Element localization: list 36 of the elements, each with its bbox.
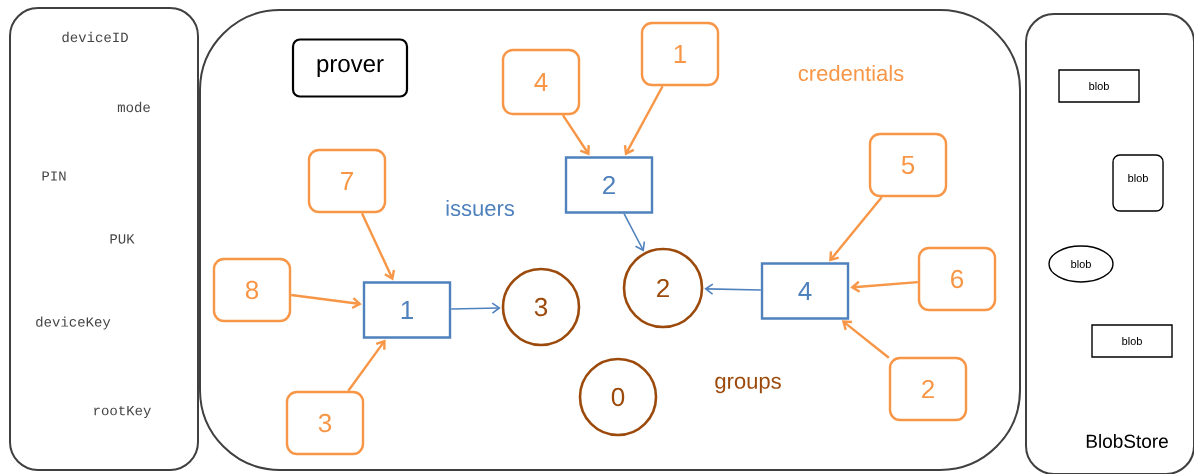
- arrow: [360, 212, 396, 281]
- issuer-box: 2: [564, 156, 654, 214]
- field-name: deviceID: [62, 31, 128, 43]
- label-box: prover: [291, 38, 409, 98]
- category-label: issuers: [446, 199, 515, 217]
- arrow: [829, 196, 883, 262]
- credential-box: 7: [307, 148, 387, 214]
- arrow: [841, 320, 890, 359]
- arrow: [704, 283, 762, 295]
- field-name: PIN: [42, 171, 66, 181]
- blob-box: blob: [1058, 69, 1140, 103]
- field-name: PUK: [110, 234, 135, 244]
- credential-box: 3: [285, 390, 365, 456]
- field-name: rootKey: [94, 405, 151, 419]
- arrow: [850, 280, 918, 293]
- issuer-box: 1: [362, 281, 452, 339]
- category-label: credentials: [798, 64, 904, 82]
- credential-box: 8: [212, 257, 292, 323]
- field-name: deviceKey: [36, 316, 111, 330]
- blob-box: blob: [1112, 154, 1164, 212]
- arrow: [623, 212, 646, 252]
- blob-box: blob: [1091, 324, 1173, 358]
- store-title: BlobStore: [1086, 434, 1168, 448]
- credential-box: 1: [640, 21, 720, 87]
- issuer-box: 4: [760, 262, 850, 320]
- arrow: [347, 339, 386, 392]
- credential-box: 5: [868, 132, 948, 198]
- credential-box: 6: [917, 246, 997, 312]
- credential-box: 4: [501, 48, 581, 116]
- arrow: [561, 114, 590, 156]
- credential-box: 2: [888, 356, 968, 422]
- category-label: groups: [715, 376, 781, 394]
- arrow: [623, 85, 664, 156]
- arrow: [450, 302, 501, 314]
- arrow: [291, 293, 362, 310]
- field-name: mode: [117, 101, 150, 113]
